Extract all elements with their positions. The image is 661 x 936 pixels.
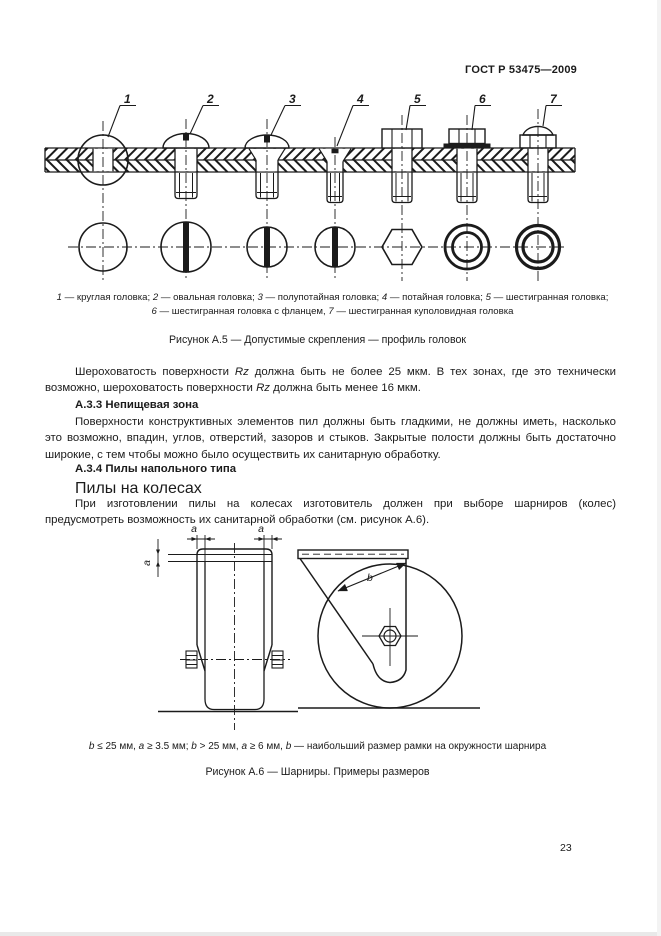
caster-side-view: b bbox=[297, 549, 480, 709]
figure-a6-caption: Рисунок А.6 — Шарниры. Примеры размеров bbox=[205, 766, 430, 778]
page-number: 23 bbox=[560, 842, 572, 854]
figure-a6-note: b ≤ 25 мм, a ≥ 3.5 мм; b > 25 мм, a ≥ 6 … bbox=[88, 741, 547, 752]
page-edge-bottom bbox=[0, 932, 661, 936]
callout-1: 1 bbox=[124, 92, 131, 106]
legend-line-1: 1 — круглая головка; 2 — овальная головк… bbox=[56, 292, 609, 303]
dimension-b: b bbox=[337, 562, 407, 592]
dim-label-b: b bbox=[367, 572, 373, 584]
dimension-a-thickness: a bbox=[141, 539, 160, 577]
plate-cross-section bbox=[44, 147, 576, 173]
centerlines bbox=[68, 109, 564, 281]
heading-a33: А.3.3 Непищевая зона bbox=[75, 399, 199, 411]
figure-a5-legend: 1 — круглая головка; 2 — овальная головк… bbox=[45, 291, 620, 319]
plate-cutouts bbox=[93, 148, 548, 172]
dim-label-a-right: a bbox=[258, 523, 264, 535]
callout-4: 4 bbox=[356, 92, 364, 106]
para-roughness: Шероховатость поверхности Rz должна быть… bbox=[45, 366, 616, 395]
para-a33: Поверхности конструктивных элементов пил… bbox=[45, 416, 616, 461]
doc-header-title: ГОСТ Р 53475—2009 bbox=[465, 64, 577, 76]
callout-2: 2 bbox=[206, 92, 214, 106]
dim-label-a-left: a bbox=[191, 523, 197, 535]
dimension-a-right: a bbox=[254, 523, 282, 561]
figure-a5-caption: Рисунок А.5 — Допустимые скрепления — пр… bbox=[168, 334, 466, 346]
callout-3: 3 bbox=[289, 92, 296, 106]
axle-hub bbox=[362, 608, 418, 666]
page-edge-right bbox=[657, 0, 661, 936]
callout-5: 5 bbox=[414, 92, 421, 106]
figure-a6-drawing: a a a b bbox=[141, 523, 480, 730]
callout-7: 7 bbox=[550, 92, 558, 106]
para-wheels-subtitle: Пилы на колесах bbox=[75, 480, 202, 497]
para-a34: При изготовлении пилы на колесах изготов… bbox=[45, 498, 616, 527]
dimension-a-left: a bbox=[187, 523, 215, 561]
heading-a34: А.3.4 Пилы напольного типа bbox=[75, 463, 237, 475]
callouts: 1 2 3 4 5 6 7 bbox=[107, 92, 562, 147]
callout-6: 6 bbox=[479, 92, 486, 106]
top-view-hex bbox=[381, 228, 423, 266]
figure-a5-drawing: 1 2 3 4 5 6 7 bbox=[44, 92, 576, 281]
dim-label-a-thickness: a bbox=[141, 560, 153, 566]
caster-front-view: a a a bbox=[141, 523, 298, 730]
legend-line-2: 6 — шестигранная головка с фланцем, 7 — … bbox=[151, 306, 514, 317]
